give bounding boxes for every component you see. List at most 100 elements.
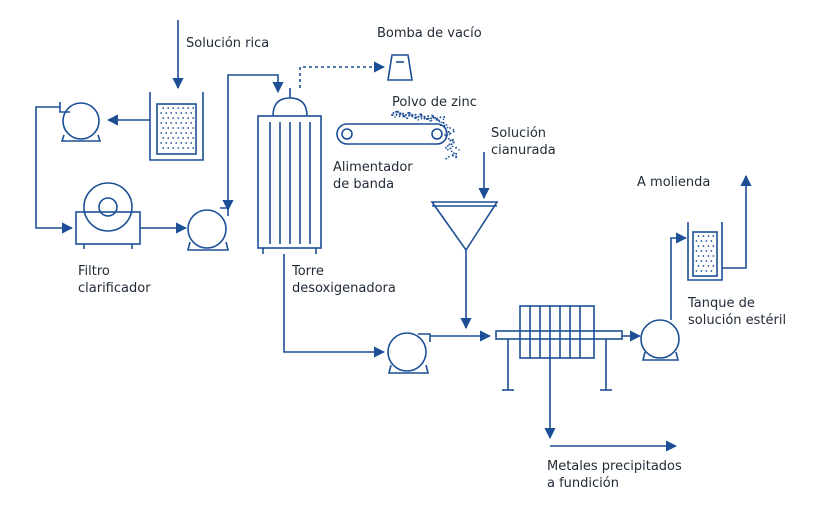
particle-dot: [712, 235, 715, 237]
particle-dot: [180, 112, 183, 114]
particle-dot: [182, 127, 185, 129]
particle-dot: [396, 111, 399, 114]
particle-dot: [172, 147, 175, 149]
particle-dot: [187, 147, 190, 149]
particle-dot: [395, 113, 398, 116]
particle-dot: [160, 122, 163, 124]
particle-dot: [705, 250, 708, 252]
particle-dot: [430, 119, 433, 122]
particle-dot: [695, 240, 698, 242]
particle-dot: [423, 115, 426, 118]
particle-dot: [455, 152, 458, 155]
particle-dot: [446, 126, 449, 129]
particle-dot: [398, 115, 401, 118]
particle-dot: [185, 112, 188, 114]
particle-dot: [407, 114, 410, 117]
particle-dot: [443, 124, 446, 127]
particle-dot: [453, 141, 455, 144]
label-metals-1: Metales precipitados: [547, 459, 682, 474]
label-tower-2: desoxigenadora: [292, 281, 396, 296]
particle-dot: [445, 136, 448, 138]
particle-dot: [160, 132, 163, 134]
tower-to-pump-line: [283, 254, 386, 358]
particle-dot: [452, 128, 455, 131]
particle-dot: [160, 142, 163, 144]
particle-dot: [451, 154, 454, 156]
particle-dot: [705, 240, 708, 242]
label-vacuum-pump: Bomba de vacío: [377, 26, 482, 41]
tower-to-vacuum-line: [299, 61, 386, 88]
particle-dot: [391, 114, 394, 117]
pump-top-left: [59, 102, 102, 142]
zinc-funnel: [430, 201, 499, 252]
particle-dot: [448, 143, 451, 146]
particle-dot: [165, 122, 168, 124]
filter-press: [495, 305, 623, 391]
particle-dot: [449, 139, 452, 142]
particle-dot: [170, 132, 173, 134]
particle-dot: [439, 124, 442, 127]
particle-dot: [167, 137, 170, 139]
particle-dot: [712, 245, 715, 247]
particle-dot: [427, 117, 430, 120]
particle-dot: [406, 117, 409, 120]
particle-dot: [160, 112, 163, 114]
particle-dot: [182, 107, 185, 109]
label-rich-solution: Solución rica: [186, 36, 270, 51]
particle-dot: [429, 120, 431, 122]
label-to-grinding: A molienda: [637, 175, 711, 190]
particle-dot: [707, 255, 710, 257]
particle-dot: [165, 142, 168, 144]
particle-dot: [170, 122, 173, 124]
label-tower-1: Torre: [292, 264, 324, 279]
particle-dot: [187, 127, 190, 129]
particle-dot: [162, 137, 165, 139]
particle-dot: [450, 143, 453, 146]
particle-dot: [190, 142, 193, 144]
particle-dot: [700, 240, 703, 242]
particle-dot: [700, 270, 703, 272]
label-band-feeder-1: Alimentador: [333, 160, 413, 175]
particle-dot: [697, 255, 700, 257]
particle-dot: [175, 142, 178, 144]
particle-dot: [420, 117, 423, 120]
particle-dot: [180, 122, 183, 124]
particle-dot: [177, 117, 180, 119]
particle-dot: [445, 146, 447, 149]
label-barren-tank-1: Tanque de: [688, 296, 755, 311]
pump-to-tank-line: [670, 232, 688, 312]
particle-dot: [415, 116, 418, 119]
particle-dot: [444, 133, 447, 136]
particle-dot: [162, 117, 165, 119]
particle-dot: [697, 265, 700, 267]
particle-dot: [408, 112, 411, 115]
pump-right: [640, 312, 680, 361]
particle-dot: [417, 115, 420, 118]
particle-dot: [395, 110, 398, 113]
label-cyanide-solution-1: Solución: [491, 126, 547, 141]
particle-dot: [702, 245, 705, 247]
pump-to-filter-line: [35, 106, 74, 234]
particle-dot: [185, 132, 188, 134]
particle-dot: [436, 117, 439, 120]
particle-dot: [392, 112, 395, 115]
label-zinc-powder: Polvo de zinc: [392, 95, 477, 110]
particle-dot: [700, 250, 703, 252]
label-clarifying-filter-1: Filtro: [78, 264, 110, 279]
pump-middle: [186, 207, 230, 251]
clarifying-filter: [75, 182, 141, 249]
particle-dot: [446, 145, 449, 147]
particle-dot: [447, 155, 450, 158]
particle-dot: [394, 116, 396, 118]
particle-dot: [446, 134, 448, 137]
particle-dot: [705, 260, 708, 262]
particle-dot: [185, 142, 188, 144]
particle-dot: [172, 107, 175, 109]
particle-dot: [452, 130, 455, 133]
particle-dot: [172, 117, 175, 119]
particle-dots: [160, 107, 715, 272]
particle-dot: [449, 147, 452, 150]
particle-dot: [702, 255, 705, 257]
particle-dot: [449, 127, 451, 129]
particle-dot: [192, 107, 195, 109]
